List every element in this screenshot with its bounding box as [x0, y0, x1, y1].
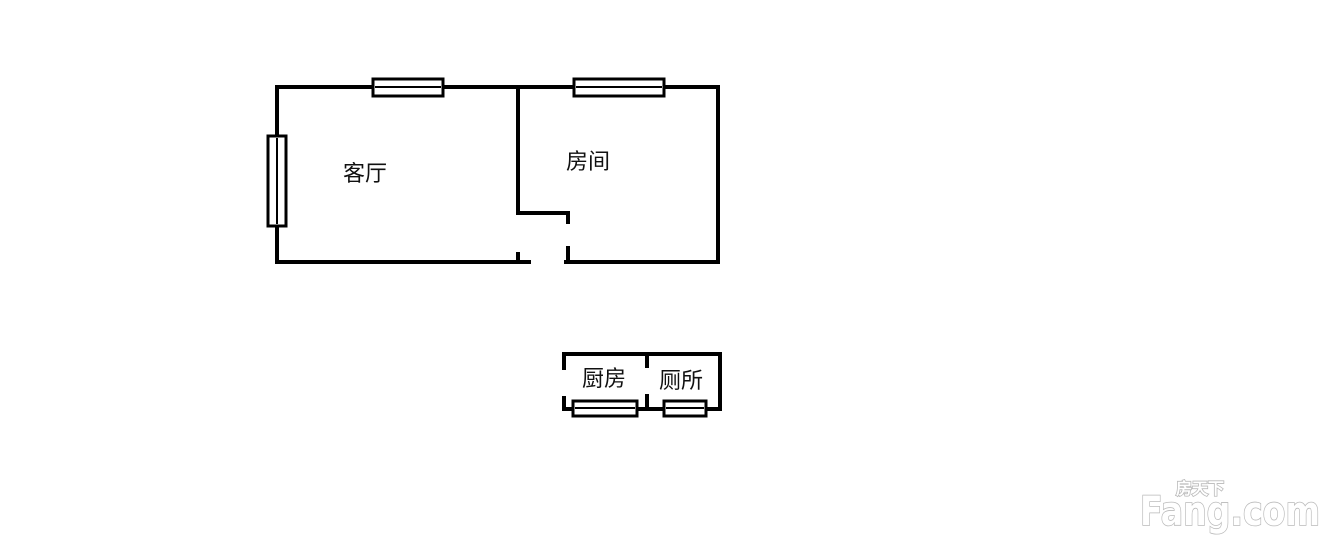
window-kitchen-bottom — [571, 399, 639, 418]
window-bedroom-top — [572, 77, 666, 98]
room-label-living-room: 客厅 — [343, 162, 387, 187]
room-label-bedroom: 房间 — [566, 150, 610, 175]
window-living-top — [371, 77, 445, 98]
window-toilet-bottom — [662, 399, 708, 418]
room-label-toilet: 厕所 — [659, 369, 703, 394]
fang-logo-watermark: Fang.com 房天下 — [1139, 478, 1321, 536]
watermark-chinese: 房天下 — [1176, 479, 1224, 498]
watermark-brand: Fang.com — [1140, 489, 1320, 535]
window-living-left — [266, 134, 288, 228]
room-label-kitchen: 厨房 — [582, 367, 626, 392]
